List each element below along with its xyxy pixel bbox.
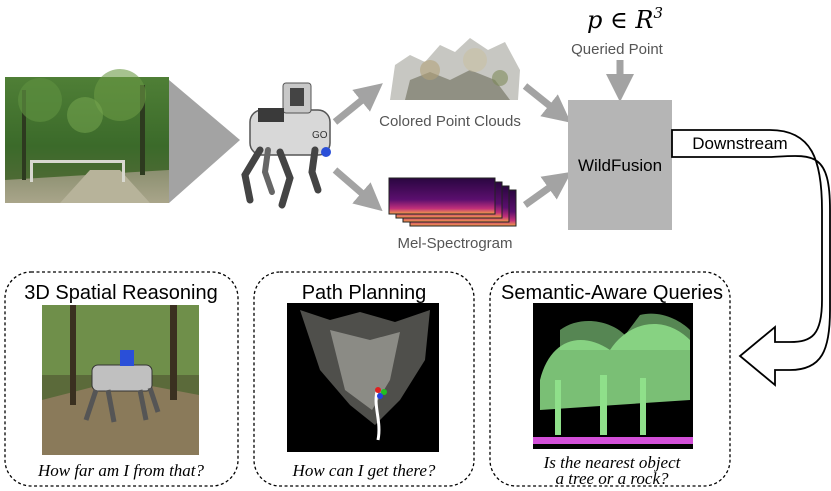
queried-point-label: Queried Point (571, 41, 664, 58)
robot-dog-icon: GO (241, 82, 331, 209)
mel-spectrogram-image (388, 177, 517, 227)
svg-text:GO: GO (312, 130, 328, 141)
equation-main: p ∈ R (587, 6, 653, 34)
panel-caption-semantic-1: Is the nearest object (543, 453, 682, 472)
panel-semantic-queries (489, 271, 731, 487)
semantic-queries-image (533, 303, 693, 449)
forest-photo (5, 69, 169, 203)
arrow-pointcloud-to-wildfusion (522, 83, 571, 123)
panel-spatial-reasoning (4, 271, 239, 487)
equation-sup: 3 (653, 4, 663, 22)
downstream-label: Downstream (692, 134, 787, 153)
point-clouds-label: Colored Point Clouds (379, 113, 521, 130)
colored-point-cloud-image (390, 38, 520, 100)
arrow-robot-to-pointcloud (332, 83, 383, 125)
panel-path-planning (253, 271, 475, 487)
panel-caption-semantic-2: a tree or a rock? (556, 469, 669, 488)
wildfusion-box (568, 100, 672, 230)
panel-title-spatial: 3D Spatial Reasoning (24, 282, 217, 304)
panel-title-semantic: Semantic-Aware Queries (501, 282, 723, 304)
panel-caption-spatial: How far am I from that? (37, 461, 205, 480)
view-frustum-triangle (169, 80, 240, 203)
spectrogram-label: Mel-Spectrogram (397, 235, 512, 252)
panel-caption-path: How can I get there? (292, 461, 436, 480)
path-planning-image (287, 303, 439, 452)
wildfusion-label: WildFusion (578, 156, 662, 175)
equation-text: p ∈ R3 (587, 4, 663, 34)
arrow-spectrogram-to-wildfusion (522, 171, 572, 208)
spatial-reasoning-image (42, 305, 199, 455)
arrow-robot-to-spectrogram (332, 167, 383, 212)
panel-title-path: Path Planning (302, 282, 427, 304)
downstream-arrow (671, 129, 831, 387)
